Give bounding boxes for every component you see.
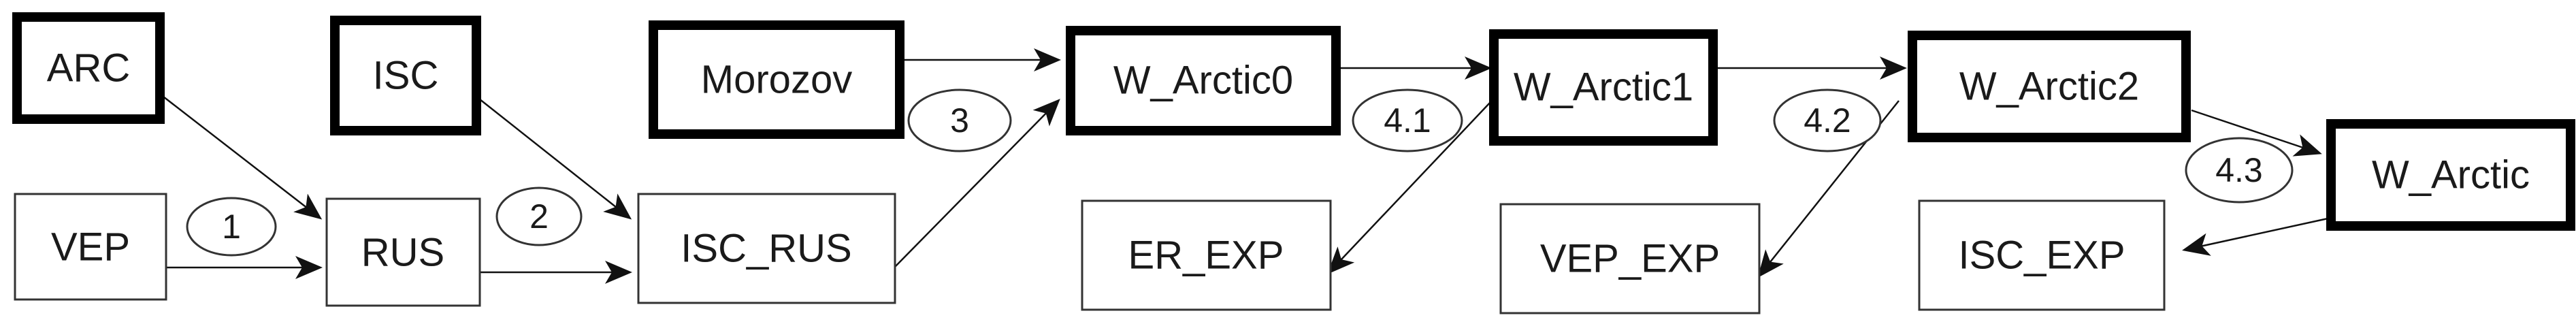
step-3-label: 3: [950, 101, 969, 140]
box-w-arctic2: W_Arctic2: [1908, 31, 2191, 142]
arrow-w-arctic2-to-w-arctic: [2191, 109, 2322, 157]
box-arc-label: ARC: [47, 46, 130, 91]
box-isc: ISC: [330, 16, 481, 135]
arrow-arc-to-rus: [163, 96, 323, 220]
box-isc-rus-label: ISC_RUS: [681, 227, 851, 271]
step-3: 3: [907, 88, 1012, 152]
box-vep: VEP: [14, 193, 167, 301]
step-4-2: 4.2: [1773, 88, 1882, 152]
arrow-w-arctic-to-isc-exp: [2182, 216, 2332, 256]
box-w-arctic: W_Arctic: [2326, 119, 2575, 231]
box-isc-exp: ISC_EXP: [1918, 199, 2166, 311]
box-vep-label: VEP: [51, 225, 130, 270]
step-2-label: 2: [529, 197, 549, 236]
box-w-arctic1: W_Arctic1: [1489, 29, 1718, 146]
box-er-exp: ER_EXP: [1081, 199, 1332, 311]
arrow-isc-to-isc-rus: [476, 96, 632, 220]
step-1: 1: [186, 197, 277, 257]
arrow-isc-rus-to-w-arctic0: [894, 99, 1060, 268]
step-4-3-label: 4.3: [2215, 151, 2263, 189]
box-w-arctic1-label: W_Arctic1: [1514, 65, 1693, 110]
box-isc-label: ISC: [373, 54, 439, 98]
step-1-label: 1: [222, 208, 241, 246]
box-morozov-label: Morozov: [701, 58, 852, 102]
box-er-exp-label: ER_EXP: [1128, 233, 1284, 278]
box-w-arctic2-label: W_Arctic2: [1959, 65, 2139, 109]
step-4-2-label: 4.2: [1804, 101, 1851, 140]
arrow-w-arctic1-to-er-exp: [1327, 101, 1491, 274]
box-rus: RUS: [325, 197, 481, 307]
arrows: [163, 48, 2332, 284]
step-4-3: 4.3: [2185, 137, 2294, 204]
box-rus-label: RUS: [361, 231, 444, 275]
box-w-arctic0-label: W_Arctic0: [1113, 59, 1293, 103]
box-w-arctic-label: W_Arctic: [2372, 153, 2530, 197]
box-vep-exp: VEP_EXP: [1499, 203, 1761, 314]
box-w-arctic0: W_Arctic0: [1066, 26, 1341, 135]
step-2: 2: [495, 187, 583, 246]
box-isc-exp-label: ISC_EXP: [1959, 233, 2125, 278]
box-isc-rus: ISC_RUS: [637, 193, 896, 304]
box-morozov: Morozov: [649, 20, 904, 139]
box-vep-exp-label: VEP_EXP: [1540, 237, 1720, 281]
step-4-1-label: 4.1: [1384, 101, 1431, 140]
step-4-1: 4.1: [1352, 88, 1463, 152]
box-arc: ARC: [12, 12, 165, 124]
